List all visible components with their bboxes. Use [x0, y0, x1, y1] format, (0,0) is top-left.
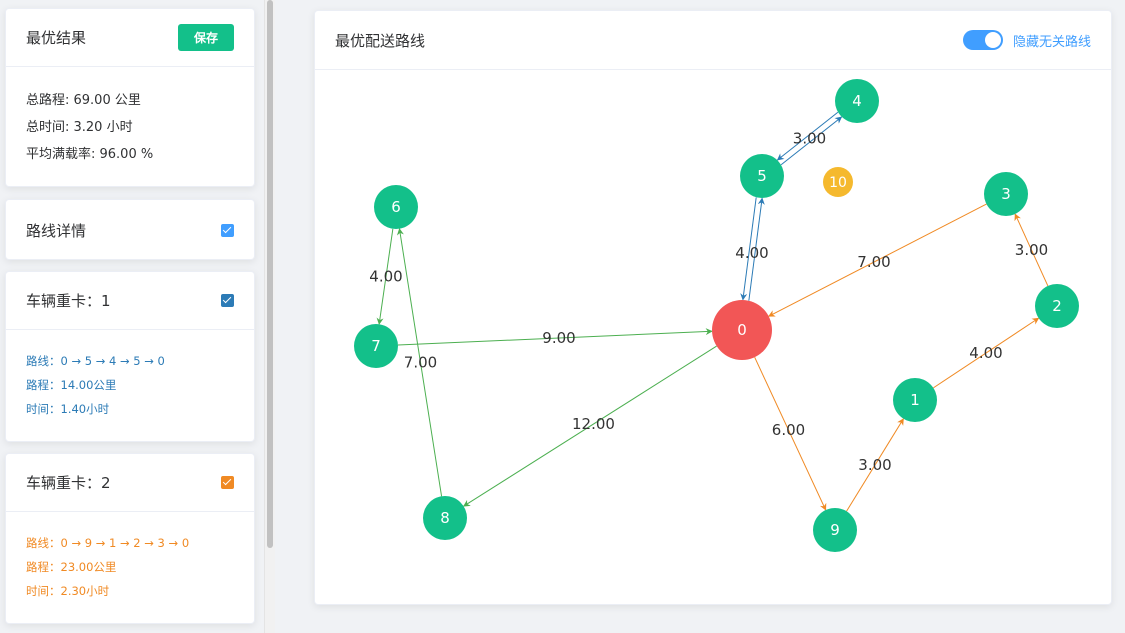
edge-label-7-0: 9.00 [542, 329, 575, 347]
vehicle-time-1: 时间：1.40小时 [26, 402, 110, 416]
edge-labels-layer: 4.00 3.00 6.00 3.00 4.00 3.00 7.00 12.00 7.00 4.0… [369, 130, 1048, 475]
route-detail-header: 路线详情 [6, 200, 254, 261]
save-button[interactable]: 保存 [178, 24, 234, 51]
edge-7-0 [397, 328, 713, 346]
node-circle-8[interactable] [423, 496, 467, 540]
nodes-layer: 0 1 2 3 4 5 6 7 8 9 10 [354, 79, 1079, 552]
vehicle-card-2: 车辆重卡：2 路线：0 → 9 → 1 → 2 → 3 → 0 路程：23.00… [5, 453, 255, 624]
edges-layer [376, 111, 1049, 512]
edge-label-3-0: 7.00 [857, 253, 890, 271]
node-circle-9[interactable] [813, 508, 857, 552]
node-4[interactable]: 4 [835, 79, 879, 123]
node-label-1: 1 [910, 391, 920, 409]
node-5[interactable]: 5 [740, 154, 784, 198]
hide-routes-toggle[interactable] [962, 30, 1003, 50]
vehicle-time-2: 时间：2.30小时 [26, 584, 110, 598]
node-circle-1[interactable] [893, 378, 937, 422]
vehicle-body-1: 路线：0 → 5 → 4 → 5 → 0 路程：14.00公里 时间：1.40小… [6, 330, 254, 429]
vehicle-header-2: 车辆重卡：2 [6, 454, 254, 512]
node-3[interactable]: 3 [984, 172, 1028, 216]
node-circle-4[interactable] [835, 79, 879, 123]
edge-label-0-9: 6.00 [772, 421, 805, 439]
node-label-9: 9 [830, 521, 840, 539]
node-7[interactable]: 7 [354, 324, 398, 368]
summary-card: 最优结果 保存 总路程: 69.00 公里 总时间: 3.20 小时 平均满载率… [5, 8, 255, 187]
node-label-2: 2 [1052, 297, 1062, 315]
node-label-5: 5 [757, 167, 767, 185]
left-scrollbar[interactable] [264, 0, 275, 633]
node-circle-2[interactable] [1035, 284, 1079, 328]
vehicle-card-1: 车辆重卡：1 路线：0 → 5 → 4 → 5 → 0 路程：14.00公里 时… [5, 271, 255, 442]
node-circle-6[interactable] [374, 185, 418, 229]
edge-label-0-5: 4.00 [735, 244, 768, 262]
left-panel: 最优结果 保存 总路程: 69.00 公里 总时间: 3.20 小时 平均满载率… [0, 0, 264, 633]
route-detail-checkbox[interactable] [221, 224, 234, 237]
vehicle-body-2: 路线：0 → 9 → 1 → 2 → 3 → 0 路程：23.00公里 时间：2… [6, 512, 254, 611]
node-label-3: 3 [1001, 185, 1011, 203]
edge-3-0 [768, 203, 987, 317]
vehicle-distance-2: 路程：23.00公里 [26, 560, 117, 574]
node-1[interactable]: 1 [893, 378, 937, 422]
toggle-knob [984, 32, 1001, 48]
edge-8-6 [396, 228, 443, 497]
node-0[interactable]: 0 [712, 300, 772, 360]
hide-routes-control: 隐藏无关路线 [962, 30, 1091, 50]
node-label-7: 7 [371, 337, 381, 355]
node-circle-0[interactable] [712, 300, 772, 360]
edge-0-5 [748, 197, 765, 301]
route-graph[interactable]: 4.00 3.00 6.00 3.00 4.00 3.00 7.00 12.00 7.00 4.0… [315, 70, 1111, 604]
route-detail-card: 路线详情 [5, 199, 255, 260]
edge-label-9-1: 3.00 [858, 456, 891, 474]
edge-1-2 [933, 317, 1040, 389]
edge-label-8-6: 7.00 [404, 354, 437, 372]
node-label-4: 4 [852, 92, 862, 110]
node-label-6: 6 [391, 198, 401, 216]
scrollbar-thumb[interactable] [267, 0, 273, 548]
edge-label-1-2: 4.00 [969, 344, 1002, 362]
summary-header: 最优结果 保存 [6, 9, 254, 67]
summary-title: 最优结果 [26, 29, 87, 47]
graph-header: 最优配送路线 隐藏无关路线 [315, 11, 1111, 70]
vehicle-header-1: 车辆重卡：1 [6, 272, 254, 330]
node-10[interactable]: 10 [823, 167, 853, 197]
node-label-8: 8 [440, 509, 450, 527]
edge-6-7 [376, 228, 394, 325]
vehicle-title-1: 车辆重卡：1 [26, 292, 111, 310]
route-detail-title: 路线详情 [26, 222, 87, 240]
edge-4-5 [776, 111, 839, 161]
node-circle-3[interactable] [984, 172, 1028, 216]
edge-2-3 [1014, 213, 1049, 287]
edge-9-1 [846, 418, 904, 512]
edge-0-8 [462, 345, 717, 507]
node-circle-5[interactable] [740, 154, 784, 198]
node-8[interactable]: 8 [423, 496, 467, 540]
graph-card: 最优配送路线 隐藏无关路线 4.00 3.00 6.00 3.00 4.00 3.00 7.… [314, 10, 1112, 605]
vehicle-route-1: 路线：0 → 5 → 4 → 5 → 0 [26, 354, 165, 368]
vehicle-distance-1: 路程：14.00公里 [26, 378, 117, 392]
node-label-10: 10 [829, 175, 847, 191]
edge-label-6-7: 4.00 [369, 268, 402, 286]
vehicle-checkbox-2[interactable] [221, 476, 234, 489]
summary-body: 总路程: 69.00 公里 总时间: 3.20 小时 平均满载率: 96.00 … [6, 67, 254, 176]
node-9[interactable]: 9 [813, 508, 857, 552]
node-circle-10[interactable] [823, 167, 853, 197]
edge-5-0 [740, 197, 757, 301]
node-circle-7[interactable] [354, 324, 398, 368]
vehicle-title-2: 车辆重卡：2 [26, 474, 111, 492]
vehicle-route-2: 路线：0 → 9 → 1 → 2 → 3 → 0 [26, 536, 190, 550]
total-time: 总时间: 3.20 小时 [26, 120, 133, 135]
total-distance: 总路程: 69.00 公里 [26, 93, 141, 108]
edge-label-2-3: 3.00 [1015, 241, 1048, 259]
node-2[interactable]: 2 [1035, 284, 1079, 328]
node-6[interactable]: 6 [374, 185, 418, 229]
vehicle-checkbox-1[interactable] [221, 294, 234, 307]
edge-label-5-4: 3.00 [793, 130, 826, 148]
hide-routes-label[interactable]: 隐藏无关路线 [1012, 34, 1091, 50]
node-label-0: 0 [737, 321, 747, 339]
avg-load-rate: 平均满载率: 96.00 % [26, 147, 154, 162]
edge-0-9 [754, 356, 827, 511]
edge-5-4 [780, 116, 843, 166]
edge-label-0-8: 12.00 [572, 415, 615, 433]
graph-title: 最优配送路线 [335, 31, 426, 50]
